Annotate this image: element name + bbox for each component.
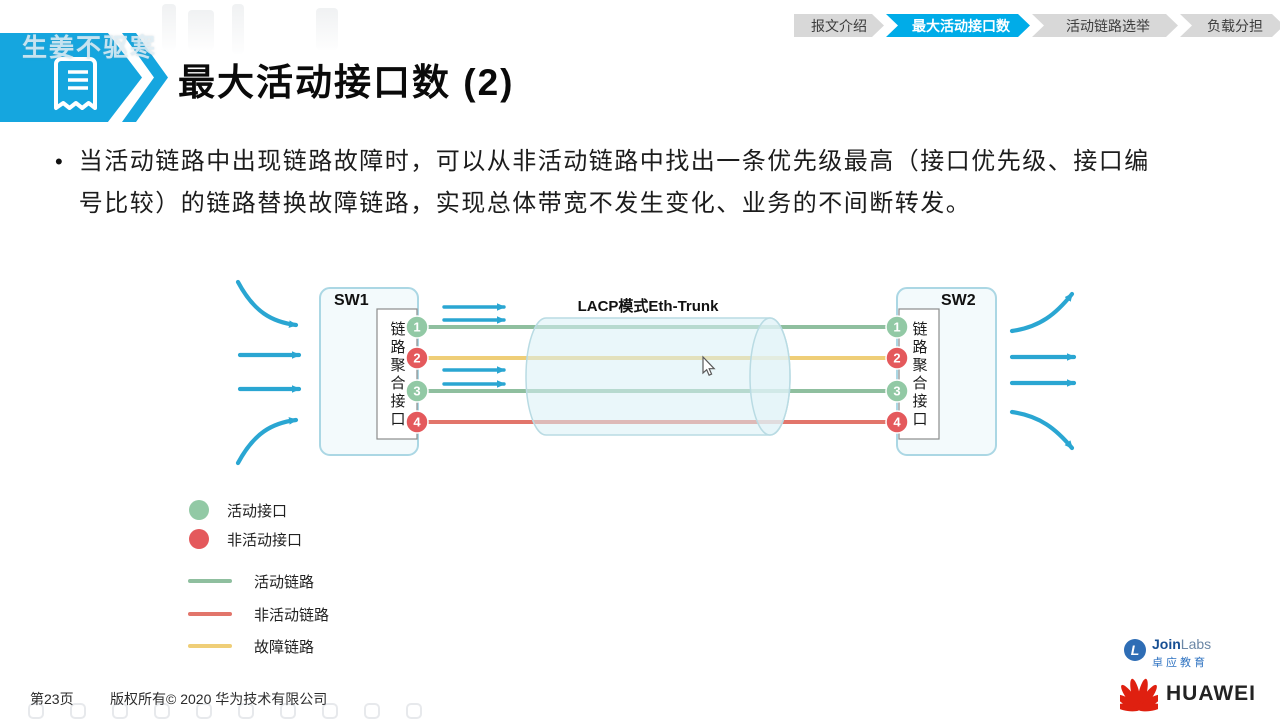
arrow-out-top-curve [1009,291,1075,334]
breadcrumb-tab-label: 最大活动接口数 [912,17,1010,34]
bottom-watermark-icons [28,703,422,719]
legend-dot-inactive [189,529,209,549]
legend-item-inactive-link: 非活动链路 [188,603,329,625]
mouse-cursor [702,355,716,376]
joinlabs-text-join: Join [1152,636,1181,652]
sw2-port-4-number: 4 [893,415,901,430]
bullet-marker: • [55,149,63,174]
legend-label: 活动链路 [254,573,315,591]
joinlabs-logo: L JoinLabs 卓应教育 [1124,637,1211,670]
breadcrumb-tab-max-active-ports: 最大活动接口数 [886,14,1030,37]
legend-label: 非活动接口 [227,531,303,549]
sw2-port-3-number: 3 [893,384,900,399]
legend-line-fault [188,644,232,648]
watermark-icon [280,703,296,719]
watermark-icon [364,703,380,719]
huawei-text: HUAWEI [1166,682,1256,705]
sw2-port-3 [885,379,909,403]
arrow-in-bottom-curve [235,417,299,466]
sw1-port-2-number: 2 [413,351,420,366]
trunk-flow-arrows [442,303,506,388]
legend-label: 故障链路 [254,638,315,656]
huawei-logo: HUAWEI [1120,676,1256,712]
sw2-port-4 [885,410,909,434]
sw1-port-4-number: 4 [413,415,421,430]
breadcrumb-tab-label: 负载分担 [1207,17,1263,34]
legend-item-active-link: 活动链路 [188,570,314,592]
breadcrumb-tab-load-balancing: 负载分担 [1180,14,1280,37]
watermark-icon [322,703,338,719]
joinlabs-subtext: 卓应教育 [1152,657,1208,669]
legend-label: 活动接口 [227,502,288,520]
sw1-port-3 [405,379,429,403]
breadcrumb-tab-active-link-election: 活动链路选举 [1032,14,1178,37]
bullet-item: • 当活动链路中出现链路故障时，可以从非活动链路中找出一条优先级最高（接口优先级… [55,141,1240,225]
watermark-icon [406,703,422,719]
legend-line-inactive [188,612,232,616]
legend-dot-active [189,500,209,520]
watermark-ghost [188,10,214,50]
watermark-ghost [316,8,338,50]
watermark-icon [112,703,128,719]
legend-item-fault-link: 故障链路 [188,635,314,657]
legend-line-active [188,579,232,583]
breadcrumb-tab-label: 活动链路选举 [1066,17,1150,34]
sw1-label: SW1 [334,292,369,309]
page-title: 最大活动接口数 (2) [178,62,515,103]
watermark-icon [238,703,254,719]
huawei-flower-icon [1120,678,1158,712]
watermark-icon [28,703,44,719]
sw1-port-3-number: 3 [413,384,420,399]
incoming-traffic-arrows [235,279,302,466]
arrow-in-top-curve [235,279,299,328]
sw1-port-2 [405,346,429,370]
sw2-port-2 [885,346,909,370]
watermark-ghost [232,4,244,54]
watermark-icon [196,703,212,719]
eth-trunk-cylinder-cap [749,317,791,436]
sw1-port-1-number: 1 [413,320,420,335]
outgoing-traffic-arrows [1009,291,1077,451]
breadcrumb-tab-packet-intro: 报文介绍 [794,14,884,37]
sw1-port-4 [405,410,429,434]
watermark-ghost [162,4,176,50]
sw2-label: SW2 [941,292,976,309]
sw2-lag-label: 链路聚合接口 [910,321,928,429]
sw2-port-1-number: 1 [893,320,900,335]
legend-item-active-port: 活动接口 [189,499,287,521]
arrow-out-bottom-curve [1009,409,1075,451]
eth-trunk-label: LACP模式Eth-Trunk [577,298,719,315]
sw2-port-1 [885,315,909,339]
watermark-icon [70,703,86,719]
breadcrumb-tab-label: 报文介绍 [811,17,867,34]
bullet-text: 当活动链路中出现链路故障时，可以从非活动链路中找出一条优先级最高（接口优先级、接… [78,148,1150,217]
sw1-port-1 [405,315,429,339]
joinlabs-text-labs: Labs [1180,636,1212,652]
sw1-lag-label: 链路聚合接口 [388,321,406,429]
legend-item-inactive-port: 非活动接口 [189,528,302,550]
joinlabs-icon: L [1124,639,1146,661]
copyright-text: 版权所有© 2020 华为技术有限公司 [110,691,328,707]
sw2-port-2-number: 2 [893,351,900,366]
document-icon [54,57,97,110]
breadcrumb: 报文介绍 最大活动接口数 活动链路选举 负载分担 [794,14,1280,37]
danmaku-watermark: 生姜不驱寒 [22,34,158,62]
watermark-icon [154,703,170,719]
legend-label: 非活动链路 [254,606,330,624]
